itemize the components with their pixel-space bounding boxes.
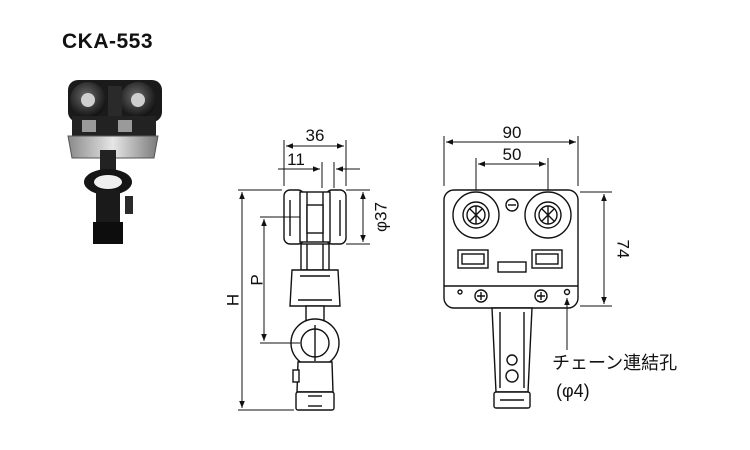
side-inner-dimension: 11	[287, 150, 305, 169]
height-dimension-label: H	[223, 294, 242, 306]
side-view-dimensions	[238, 140, 370, 411]
model-number: CKA-553	[62, 30, 154, 53]
chain-hole-size: (φ4)	[556, 381, 590, 401]
side-view-drawing	[283, 189, 347, 411]
product-photo	[67, 80, 162, 244]
front-width-dimension: 90	[503, 123, 522, 142]
wheel-diameter-dimension: φ37	[371, 202, 390, 232]
pitch-dimension-label: P	[247, 274, 266, 285]
front-view-dimensions	[443, 136, 612, 350]
wheel-spacing-dimension: 50	[503, 145, 522, 164]
front-view-drawing	[443, 189, 579, 409]
side-width-dimension: 36	[306, 126, 325, 145]
chain-hole-label: チェーン連結孔	[552, 353, 677, 373]
front-height-dimension: 74	[614, 240, 633, 259]
